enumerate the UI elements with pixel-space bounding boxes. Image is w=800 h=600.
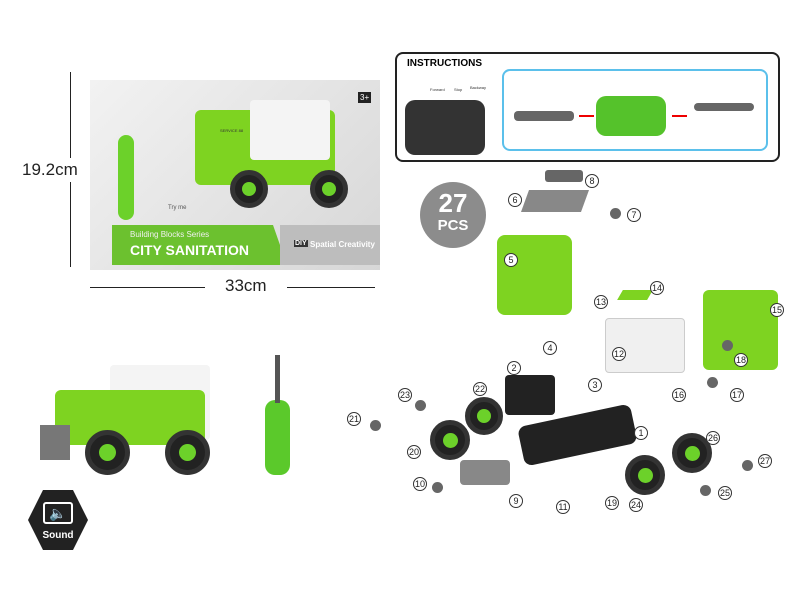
assembled-truck	[40, 360, 215, 480]
frame-part	[505, 375, 555, 415]
cab-part	[497, 235, 572, 315]
brand-badge: DIY	[294, 240, 308, 247]
pcs-count: 27	[438, 188, 468, 218]
part-number: 21	[347, 412, 361, 426]
screwdriver-tool	[265, 400, 290, 475]
part-number: 18	[734, 353, 748, 367]
part-number: 25	[718, 486, 732, 500]
part-number: 9	[509, 494, 523, 508]
sticker-part	[617, 290, 653, 300]
series-label: Building Blocks Series	[130, 230, 210, 239]
forward-label: Forward	[430, 87, 445, 92]
speaker-icon: 🔈	[43, 502, 73, 524]
pcs-unit: PCS	[437, 217, 469, 234]
part-number: 6	[508, 193, 522, 207]
part-number: 7	[627, 208, 641, 222]
try-me-label: Try me	[168, 205, 187, 211]
part-number: 16	[672, 388, 686, 402]
body-part	[605, 318, 685, 373]
bumper-part	[460, 460, 510, 485]
part-number: 10	[413, 477, 427, 491]
part-number: 8	[585, 174, 599, 188]
brand-label: Spatial Creativity	[310, 240, 375, 249]
width-label: 33cm	[205, 276, 287, 296]
height-label: 19.2cm	[22, 158, 78, 182]
pcs-badge: 27 PCS	[420, 182, 486, 248]
part-number: 12	[612, 347, 626, 361]
part-number: 20	[407, 445, 421, 459]
title-band: Building Blocks Series CITY SANITATION	[112, 225, 287, 265]
age-badge: 3+	[358, 92, 372, 103]
part-number: 26	[706, 431, 720, 445]
part-number: 27	[758, 454, 772, 468]
remote-truck-underside	[405, 100, 485, 155]
roof-part	[520, 190, 590, 212]
light-bar	[545, 170, 583, 182]
part-number: 19	[605, 496, 619, 510]
part-number: 15	[770, 303, 784, 317]
part-number: 1	[634, 426, 648, 440]
screwdriver-image	[118, 135, 134, 220]
part-number: 23	[398, 388, 412, 402]
part-number: 4	[543, 341, 557, 355]
part-number: 17	[730, 388, 744, 402]
part-number: 3	[588, 378, 602, 392]
part-number: 13	[594, 295, 608, 309]
product-package: 3+ Try me SERVICE 88 Building Blocks Ser…	[90, 80, 380, 270]
part-number: 2	[507, 361, 521, 375]
backway-label: Backway	[470, 85, 487, 90]
part-number: 5	[504, 253, 518, 267]
instructions-title: INSTRUCTIONS	[407, 58, 482, 69]
product-title: CITY SANITATION	[130, 242, 249, 258]
stop-label: Stop	[454, 87, 463, 92]
part-number: 24	[629, 498, 643, 512]
part-number: 11	[556, 500, 570, 514]
part-number: 22	[473, 382, 487, 396]
instructions-panel: INSTRUCTIONS Forward Stop Backway	[395, 52, 780, 162]
brand-band: DIY Spatial Creativity	[280, 225, 380, 265]
truck-text: SERVICE 88	[220, 128, 244, 133]
sound-label: Sound	[42, 530, 74, 541]
screwdriver-diagram	[502, 69, 768, 151]
sound-badge: 🔈 Sound	[28, 490, 88, 550]
part-number: 14	[650, 281, 664, 295]
